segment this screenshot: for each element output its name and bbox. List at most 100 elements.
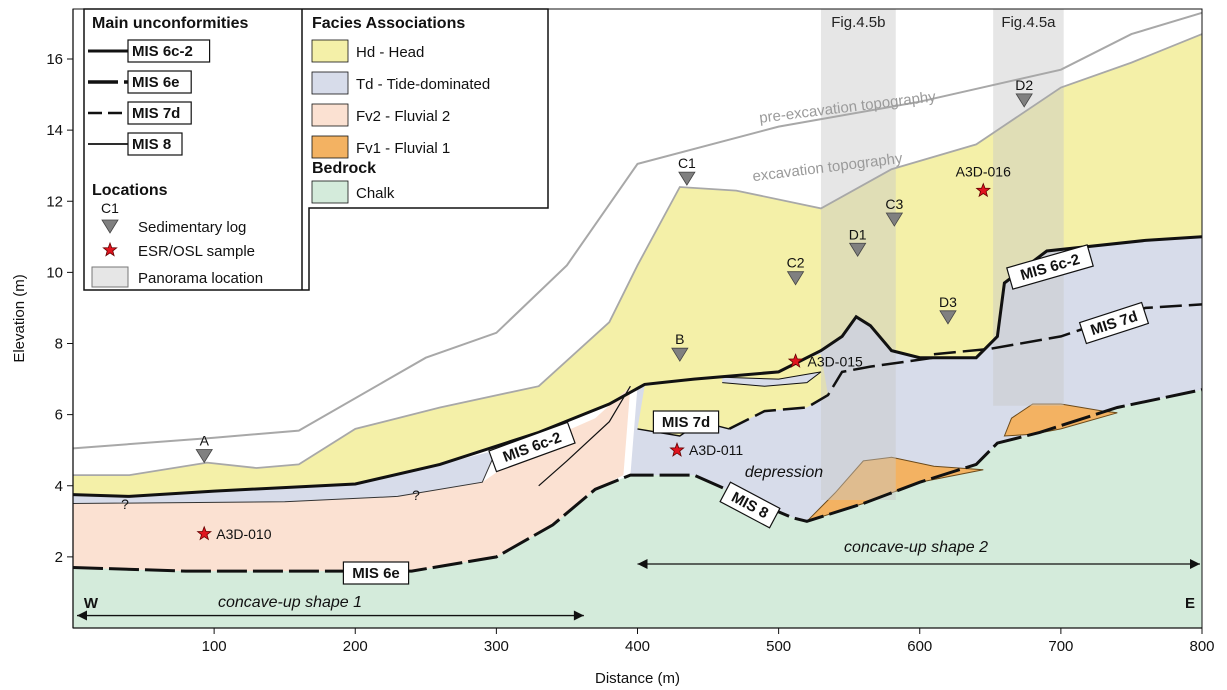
question-mark-2: ? xyxy=(412,487,420,503)
y-tick-label: 16 xyxy=(46,51,63,68)
legend-log-example-label: C1 xyxy=(101,200,119,216)
mis7d-label-left-text: MIS 7d xyxy=(662,414,710,431)
log-label-d1: D1 xyxy=(849,226,867,242)
legend-location-label-1: Sedimentary log xyxy=(138,219,246,236)
fluvial2-edge-line xyxy=(538,385,631,487)
tide-fill xyxy=(630,236,1202,522)
facies-fills xyxy=(73,34,1202,628)
legend-unconformity-box-4 xyxy=(127,132,183,156)
sample-label-1: A3D-010 xyxy=(216,526,271,542)
legend-unconformities-title: Main unconformities xyxy=(92,15,249,32)
y-axis-label: Elevation (m) xyxy=(11,274,28,362)
x-tick-label: 400 xyxy=(625,638,650,655)
panorama-label-1: Fig.4.5b xyxy=(831,14,885,31)
log-label-d2: D2 xyxy=(1015,77,1033,93)
shape2-arrow-head-left xyxy=(637,558,648,569)
log-marker-a xyxy=(195,449,213,464)
x-tick-label: 100 xyxy=(202,638,227,655)
legend-unconformity-box-3 xyxy=(127,101,192,125)
legend-unconformity-box-1 xyxy=(127,39,211,63)
log-marker-c1 xyxy=(678,171,696,186)
x-axis-label: Distance (m) xyxy=(595,670,680,687)
mis7d-label-left: MIS 7d xyxy=(652,410,720,434)
log-label-c1: C1 xyxy=(678,155,696,171)
log-marker-d2 xyxy=(1015,93,1033,108)
legend-unconformity-label-4: MIS 8 xyxy=(132,136,171,153)
log-marker-c2 xyxy=(786,271,805,286)
legend-unconformity-box-2 xyxy=(127,70,192,94)
mis6c2-label-right-box xyxy=(1006,244,1094,290)
log-marker-b xyxy=(671,347,689,362)
mis7d-line xyxy=(933,303,1203,356)
east-label: E xyxy=(1185,595,1195,612)
x-tick-label: 300 xyxy=(484,638,509,655)
x-tick-label: 700 xyxy=(1048,638,1073,655)
legend-unconformity-label-2: MIS 6e xyxy=(132,74,180,91)
sample-star-3 xyxy=(787,353,804,368)
mis7d-low-line xyxy=(728,356,935,431)
mis6c2-line xyxy=(72,235,1203,498)
pre-excavation-topography-line xyxy=(72,11,1203,450)
log-label-d3: D3 xyxy=(939,294,957,310)
log-marker-d3 xyxy=(939,310,957,325)
log-label-c2: C2 xyxy=(787,255,805,271)
log-label-b: B xyxy=(675,331,684,347)
legend-facies-swatch-4 xyxy=(311,135,349,159)
log-marker-c3 xyxy=(885,212,904,227)
legend-facies-title: Facies Associations xyxy=(312,15,465,32)
excavation-topography-line xyxy=(73,33,1203,476)
legend-facies-label-4: Fv1 - Fluvial 1 xyxy=(356,140,450,157)
legend-chalk-label: Chalk xyxy=(356,185,395,202)
shape1-arrow-head-right xyxy=(573,610,584,621)
shape2-label: concave-up shape 2 xyxy=(844,539,988,556)
sample-label-4: A3D-016 xyxy=(956,164,1011,180)
chalk-fill xyxy=(73,389,1202,628)
y-tick-label: 14 xyxy=(46,122,63,139)
tide-west-fill xyxy=(73,450,497,504)
x-tick-label: 600 xyxy=(907,638,932,655)
markers: AC1BC2D1C3D3D2A3D-010A3D-011A3D-015A3D-0… xyxy=(195,77,1033,542)
legend-panorama-swatch xyxy=(91,266,129,288)
west-label: W xyxy=(84,595,99,612)
log-label-c3: C3 xyxy=(885,196,903,212)
tide-lens-line xyxy=(722,371,822,387)
mis7d-label-right-box xyxy=(1078,301,1150,345)
y-tick-label: 8 xyxy=(55,336,63,353)
y-tick-label: 2 xyxy=(55,549,63,566)
legend-facies-label-3: Fv2 - Fluvial 2 xyxy=(356,108,450,125)
mis6e-label-box xyxy=(342,561,410,585)
legend-location-label-2: ESR/OSL sample xyxy=(138,243,255,260)
legend-unconformity-label-3: MIS 7d xyxy=(132,105,180,122)
head-fill xyxy=(73,34,1202,497)
legend-facies-label-2: Td - Tide-dominated xyxy=(356,76,490,93)
shape1-arrow-head-left xyxy=(77,610,87,621)
mis7d-label-left-box xyxy=(652,410,720,434)
question-mark-1: ? xyxy=(121,496,129,512)
shape2-arrow-head-right xyxy=(1190,558,1200,569)
mis6e-label: MIS 6e xyxy=(342,561,410,585)
mis8-label-box xyxy=(719,481,781,529)
x-tick-label: 800 xyxy=(1189,638,1214,655)
legend-chalk-swatch xyxy=(311,180,349,204)
legend-facies-swatch-1 xyxy=(311,39,349,63)
panorama-label-2: Fig.4.5a xyxy=(1001,14,1056,31)
x-tick-label: 500 xyxy=(766,638,791,655)
sample-star-4 xyxy=(975,182,991,198)
sample-label-3: A3D-015 xyxy=(808,353,863,369)
depression-label: depression xyxy=(745,464,823,481)
y-tick-label: 4 xyxy=(55,478,63,495)
sample-label-2: A3D-011 xyxy=(689,442,743,458)
fluvial2-top-line xyxy=(72,449,497,504)
y-tick-label: 10 xyxy=(46,264,63,281)
legend-log-marker xyxy=(101,219,119,234)
legend-location-label-3: Panorama location xyxy=(138,270,263,287)
y-tick-label: 6 xyxy=(55,407,63,424)
mis6c2-label-left-box xyxy=(488,421,576,473)
legend-locations-title: Locations xyxy=(92,182,168,199)
y-tick-label: 12 xyxy=(46,193,63,210)
mis6e-label-text: MIS 6e xyxy=(352,565,400,582)
legend-bedrock-title: Bedrock xyxy=(312,160,376,177)
